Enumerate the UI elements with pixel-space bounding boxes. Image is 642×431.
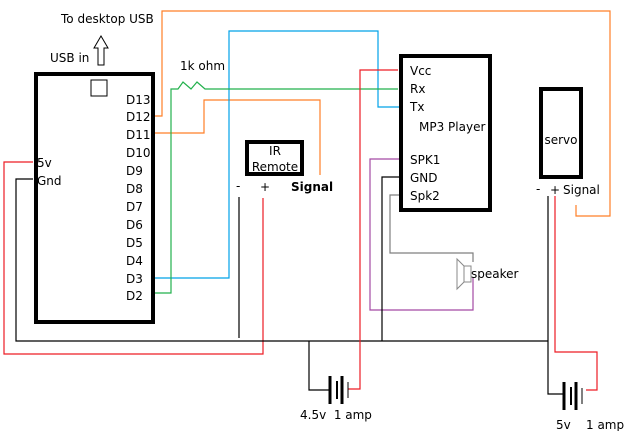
mp3-tx-label: Tx [409, 100, 424, 114]
power-pin-label: 5v [37, 156, 52, 170]
ground-pin-label: Gnd [37, 174, 62, 188]
ir-label: IR [269, 144, 281, 158]
usb-port [90, 79, 108, 97]
pin-label: D4 [126, 254, 143, 268]
arduino-pins: D13 D12 D11 D10 D9 D8 D7 D6 D5 D4 D3 D2 [126, 93, 151, 303]
servo-title: servo [544, 133, 577, 147]
pin-label: D9 [126, 164, 143, 178]
pin-label: D12 [126, 110, 151, 124]
pin-label: D8 [126, 182, 143, 196]
wire-servo-gnd [547, 196, 563, 395]
wire-spk2 [389, 194, 474, 262]
ir-remote-box [245, 140, 304, 176]
pin-label: D11 [126, 128, 151, 142]
speaker-icon [456, 257, 472, 291]
mp3-player-box [399, 54, 492, 212]
mp3-spk2-label: Spk2 [410, 189, 440, 203]
mp3-title: MP3 Player [419, 120, 485, 134]
speaker-label: speaker [471, 267, 519, 281]
arduino-board [34, 72, 155, 324]
ir-plus-label: + [260, 180, 270, 194]
mp3-rx-label: Rx [410, 82, 425, 96]
pin-label: D3 [126, 272, 143, 286]
wire-d12-servo-signal [153, 10, 611, 217]
ir-signal-label: Signal [291, 180, 333, 194]
wire-5v [3, 161, 264, 355]
wire-d2-rx [153, 81, 398, 294]
wire-servo-plus [554, 196, 598, 391]
servo-box [539, 87, 583, 179]
wire-d3-tx [153, 30, 400, 279]
usb-in-label: USB in [50, 51, 89, 65]
resistor-label: 1k ohm [180, 59, 225, 73]
pin-label: D13 [126, 93, 151, 107]
wire-vcc [348, 69, 398, 390]
wire-spk1 [369, 158, 474, 311]
mp3-vcc-label: Vcc [410, 64, 431, 78]
battery-icon [562, 382, 583, 410]
wire-mp3-gnd [381, 176, 400, 341]
pin-label: D7 [126, 200, 143, 214]
servo-plus-label: + [550, 183, 560, 197]
ir-label-remote: Remote [252, 160, 298, 174]
servo-minus-label: - [536, 182, 540, 196]
pin-label: D10 [126, 146, 151, 160]
wire-d11-ir-signal [153, 99, 321, 175]
battery2-label: 5v 1 amp [556, 418, 624, 431]
wire-gnd [15, 178, 548, 342]
pin-label: D5 [126, 236, 143, 250]
ir-minus-label: - [236, 179, 240, 193]
arrow-up-icon [93, 35, 109, 66]
wire-battery1-gnd [308, 341, 329, 391]
mp3-gnd-label: GND [410, 171, 438, 185]
servo-signal-label: Signal [563, 183, 600, 197]
pin-label: D6 [126, 218, 143, 232]
mp3-spk1-label: SPK1 [410, 153, 440, 167]
battery-icon [328, 376, 349, 404]
to-desktop-label: To desktop USB [60, 12, 154, 26]
pin-label: D2 [126, 289, 143, 303]
battery1-label: 4.5v 1 amp [300, 408, 372, 422]
